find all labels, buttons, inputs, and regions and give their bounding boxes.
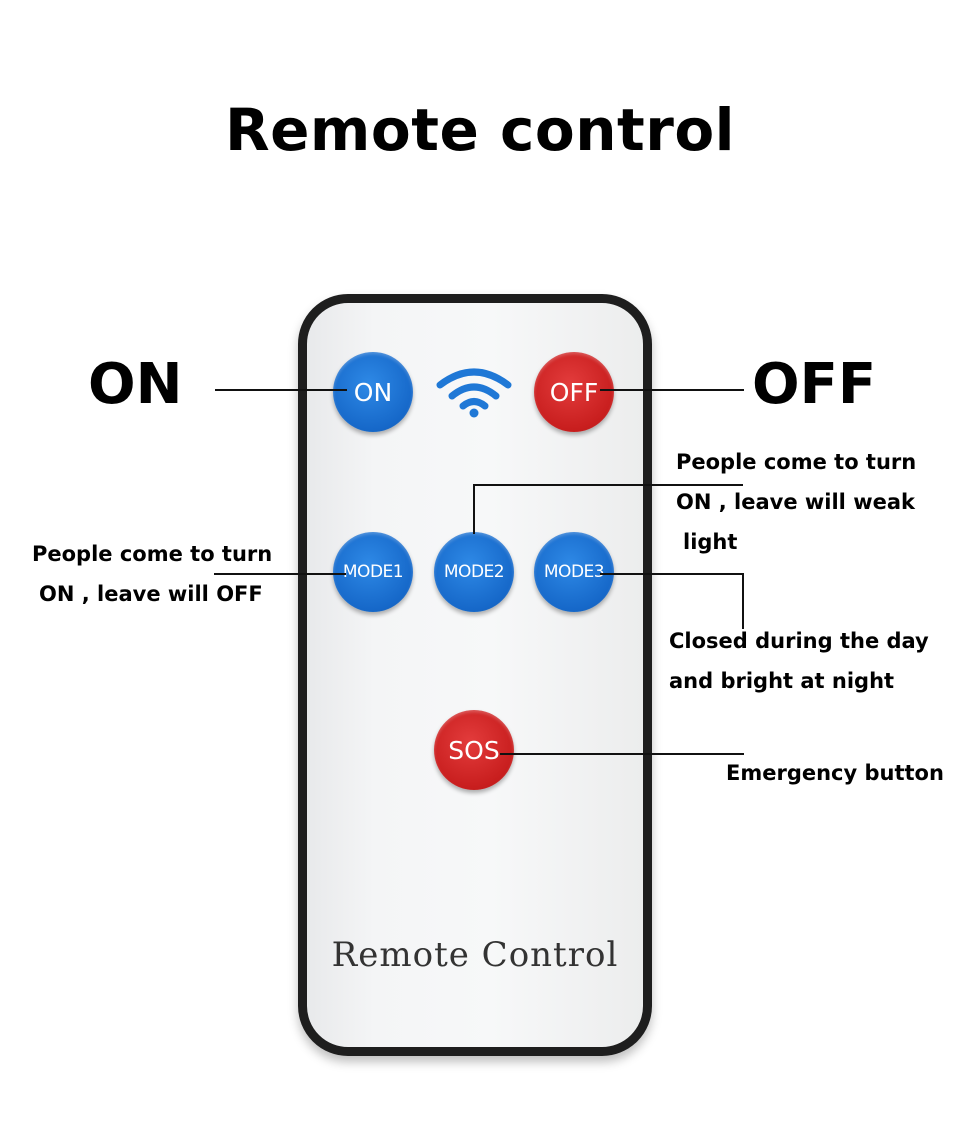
mode2-description-line: ON , leave will weak [676, 490, 915, 514]
off-button[interactable]: OFF [534, 352, 614, 432]
mode1-description-line: People come to turn [32, 542, 273, 566]
on-leader-line [215, 389, 347, 391]
mode3-button[interactable]: MODE3 [534, 532, 614, 612]
wifi-icon [436, 368, 512, 418]
mode1-description-line: ON , leave will OFF [39, 582, 263, 606]
off-leader-line [600, 389, 744, 391]
mode2-button[interactable]: MODE2 [434, 532, 514, 612]
page-title: Remote control [224, 96, 736, 164]
mode3-leader-line-vertical [742, 573, 744, 629]
on-label: ON [88, 352, 183, 417]
mode3-description-line: Closed during the day [669, 629, 929, 653]
mode2-description-line: People come to turn [676, 450, 917, 474]
mode2-leader-line-vertical [473, 484, 475, 534]
off-label: OFF [752, 352, 877, 417]
mode1-description: People come to turn ON , leave will OFF [32, 534, 272, 614]
sos-description: Emergency button [726, 753, 944, 793]
mode1-button[interactable]: MODE1 [333, 532, 413, 612]
mode2-description: People come to turn ON , leave will weak… [676, 442, 916, 562]
mode2-leader-line-horizontal [473, 484, 743, 486]
mode3-description-line: and bright at night [669, 669, 895, 693]
mode3-leader-line-horizontal [600, 573, 744, 575]
sos-description-line: Emergency button [726, 761, 944, 785]
sos-button[interactable]: SOS [434, 710, 514, 790]
on-button[interactable]: ON [333, 352, 413, 432]
mode2-description-line: light [683, 530, 738, 554]
sos-leader-line [500, 753, 744, 755]
remote-brand-text: Remote Control [331, 935, 619, 975]
mode3-description: Closed during the day and bright at nigh… [669, 621, 929, 701]
mode1-leader-line [214, 573, 346, 575]
